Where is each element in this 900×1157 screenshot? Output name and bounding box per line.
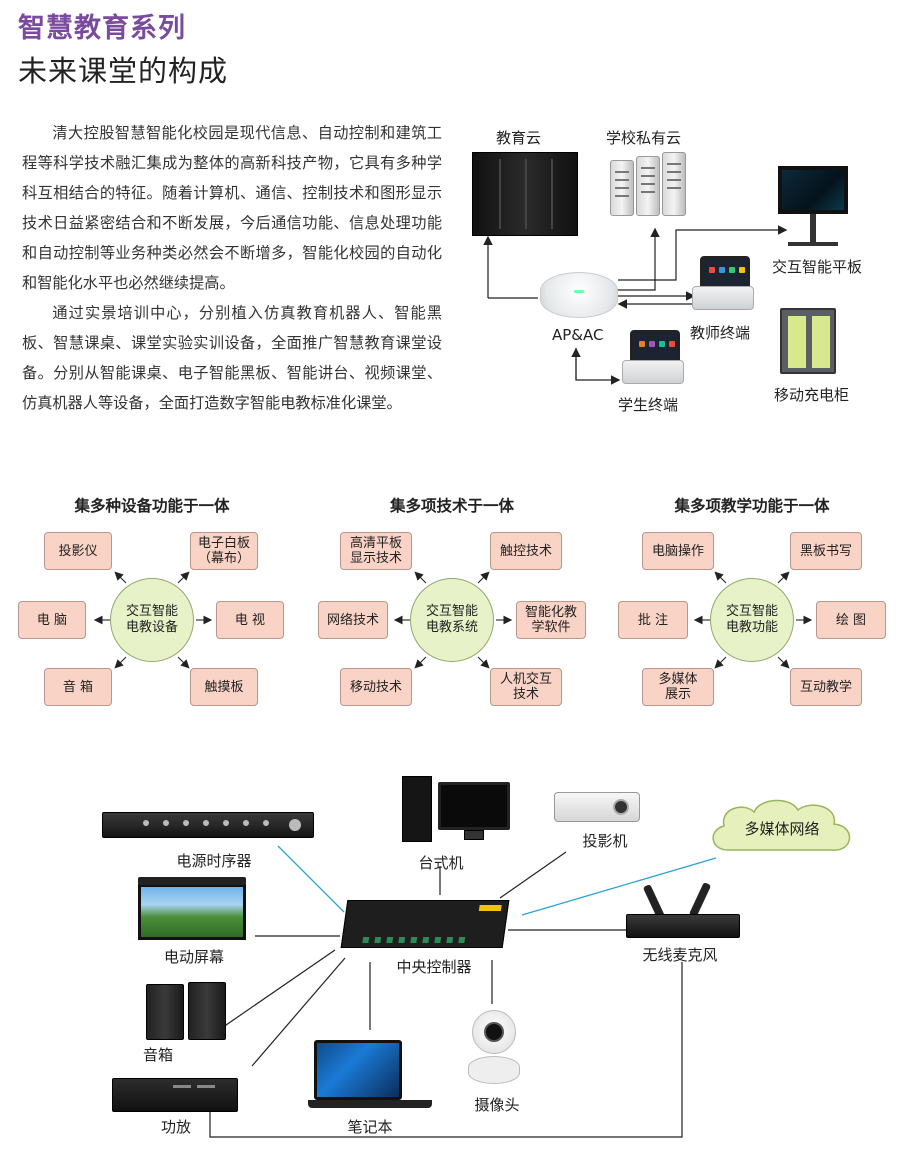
- group-2-item-network-tech: 网络技术: [318, 601, 388, 639]
- motor-screen-label: 电动屏幕: [163, 948, 225, 966]
- motor-screen-icon: [138, 877, 246, 940]
- wireless-mic-label: 无线麦克风: [642, 946, 718, 964]
- group-2-item-mobile-tech: 移动技术: [340, 668, 412, 706]
- intro-paragraph-2: 通过实景培训中心，分别植入仿真教育机器人、智能黑板、智慧课桌、课堂实验实训设备，…: [22, 304, 442, 412]
- group-3-title: 集多项教学功能于一体: [674, 497, 830, 515]
- group-1-title: 集多种设备功能于一体: [74, 497, 230, 515]
- smart-panel-label: 交互智能平板: [772, 258, 863, 276]
- group-2-center: 交互智能 电教系统: [410, 578, 494, 662]
- group-1-center: 交互智能 电教设备: [110, 578, 194, 662]
- ap-label: AP&AC: [552, 326, 604, 344]
- speaker-right-icon: [188, 982, 226, 1040]
- camera-label: 摄像头: [474, 1096, 520, 1114]
- intro-text: 清大控股智慧智能化校园是现代信息、自动控制和建筑工程等科学技术融汇集成为整体的高…: [22, 118, 442, 418]
- projector-icon: [554, 792, 640, 822]
- student-terminal-icon: [622, 330, 684, 386]
- camera-icon: [466, 1010, 522, 1086]
- laptop-label: 笔记本: [347, 1118, 393, 1136]
- group-3-center: 交互智能 电教功能: [710, 578, 794, 662]
- charging-cabinet-icon: [780, 308, 836, 374]
- amplifier-icon: [112, 1078, 238, 1112]
- multimedia-network-label: 多媒体网络: [744, 820, 820, 838]
- speaker-left-icon: [146, 984, 184, 1040]
- projector-label: 投影机: [582, 832, 628, 850]
- student-terminal-label: 学生终端: [618, 396, 679, 414]
- private-cloud-server-icon: [610, 152, 690, 220]
- group-3-item-pc-operation: 电脑操作: [642, 532, 714, 570]
- multimedia-network-cloud-icon: [712, 799, 851, 851]
- page-title: 未来课堂的构成: [18, 54, 229, 88]
- desktop-label: 台式机: [418, 854, 464, 872]
- speaker-label: 音箱: [142, 1046, 174, 1064]
- group-3-item-drawing: 绘 图: [816, 601, 886, 639]
- group-1-item-tv: 电 视: [216, 601, 284, 639]
- ap-access-point-icon: [540, 272, 618, 318]
- group-3-item-annotation: 批 注: [618, 601, 688, 639]
- group-1-item-computer: 电 脑: [18, 601, 86, 639]
- desktop-computer-icon: [402, 776, 514, 846]
- group-2-item-smart-software: 智能化教 学软件: [516, 601, 586, 639]
- teacher-terminal-icon: [692, 256, 754, 312]
- wireless-mic-receiver-icon: [626, 914, 740, 938]
- group-1-item-whiteboard: 电子白板 （幕布）: [190, 532, 258, 570]
- intro-paragraph-1: 清大控股智慧智能化校园是现代信息、自动控制和建筑工程等科学技术融汇集成为整体的高…: [22, 124, 442, 292]
- edu-cloud-label: 教育云: [496, 129, 542, 147]
- series-title: 智慧教育系列: [18, 13, 186, 44]
- group-3-item-multimedia: 多媒体 展示: [642, 668, 714, 706]
- group-3-item-interactive-teaching: 互动教学: [790, 668, 862, 706]
- smart-panel-icon: [778, 166, 848, 250]
- teacher-terminal-label: 教师终端: [690, 324, 751, 342]
- power-sequencer-icon: [102, 812, 314, 838]
- group-2-title: 集多项技术于一体: [389, 497, 515, 515]
- charging-cabinet-label: 移动充电柜: [774, 386, 850, 404]
- group-1-item-speaker: 音 箱: [44, 668, 112, 706]
- edu-cloud-server-icon: [472, 152, 578, 236]
- group-3-item-blackboard-writing: 黑板书写: [790, 532, 862, 570]
- central-controller-icon: [340, 900, 510, 948]
- central-controller-label: 中央控制器: [396, 958, 472, 976]
- laptop-icon: [306, 1040, 432, 1110]
- private-cloud-label: 学校私有云: [606, 129, 682, 147]
- amplifier-label: 功放: [160, 1118, 192, 1136]
- group-2-item-touch-tech: 触控技术: [490, 532, 562, 570]
- group-1-item-touchpad: 触摸板: [190, 668, 258, 706]
- group-1-item-projector: 投影仪: [44, 532, 112, 570]
- power-sequencer-label: 电源时序器: [176, 852, 252, 870]
- group-2-item-hci-tech: 人机交互 技术: [490, 668, 562, 706]
- group-2-item-hd-display: 高清平板 显示技术: [340, 532, 412, 570]
